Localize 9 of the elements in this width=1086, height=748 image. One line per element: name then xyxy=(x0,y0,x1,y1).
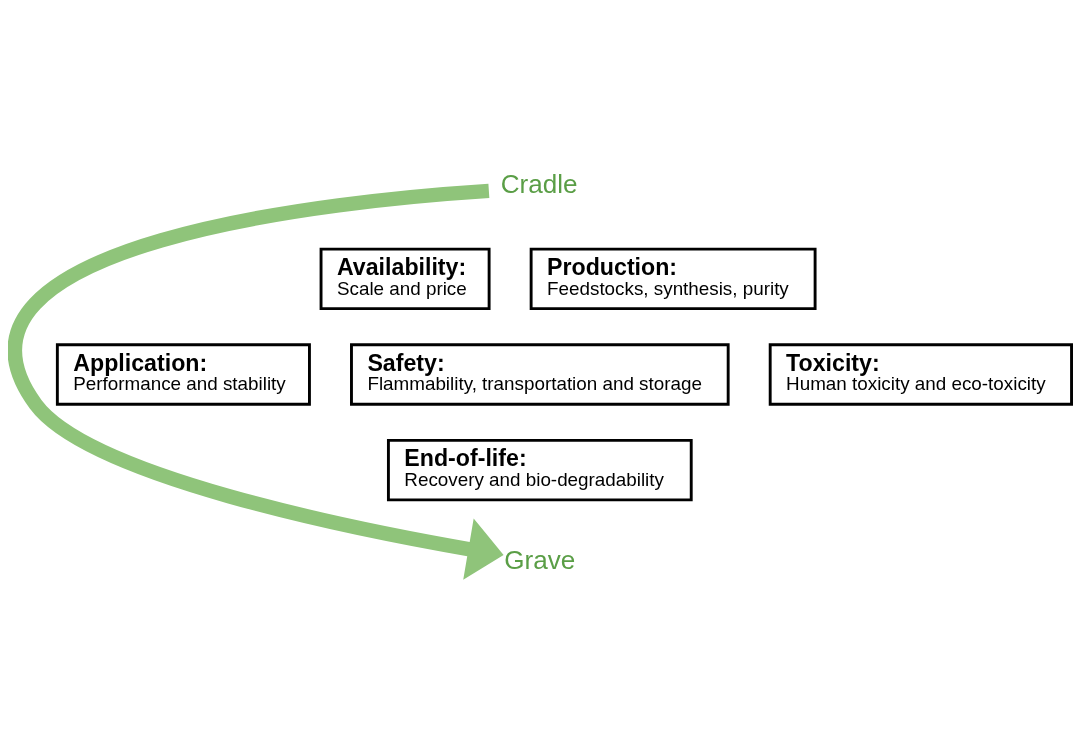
node-box: Production: Feedstocks, synthesis, purity xyxy=(529,247,817,310)
node-box: Application: Performance and stability xyxy=(55,342,311,406)
node-box: Safety: Flammability, transportation and storage xyxy=(350,342,730,406)
node-box: End-of-life: Recovery and bio-degradability xyxy=(386,438,693,501)
arrow xyxy=(9,183,504,580)
node-box: Availability: Scale and price xyxy=(319,247,491,310)
node-text: Cradle xyxy=(500,168,578,199)
node-text: Grave xyxy=(504,544,576,574)
node-box: Toxicity: Human toxicity and eco-toxicity xyxy=(768,342,1073,406)
